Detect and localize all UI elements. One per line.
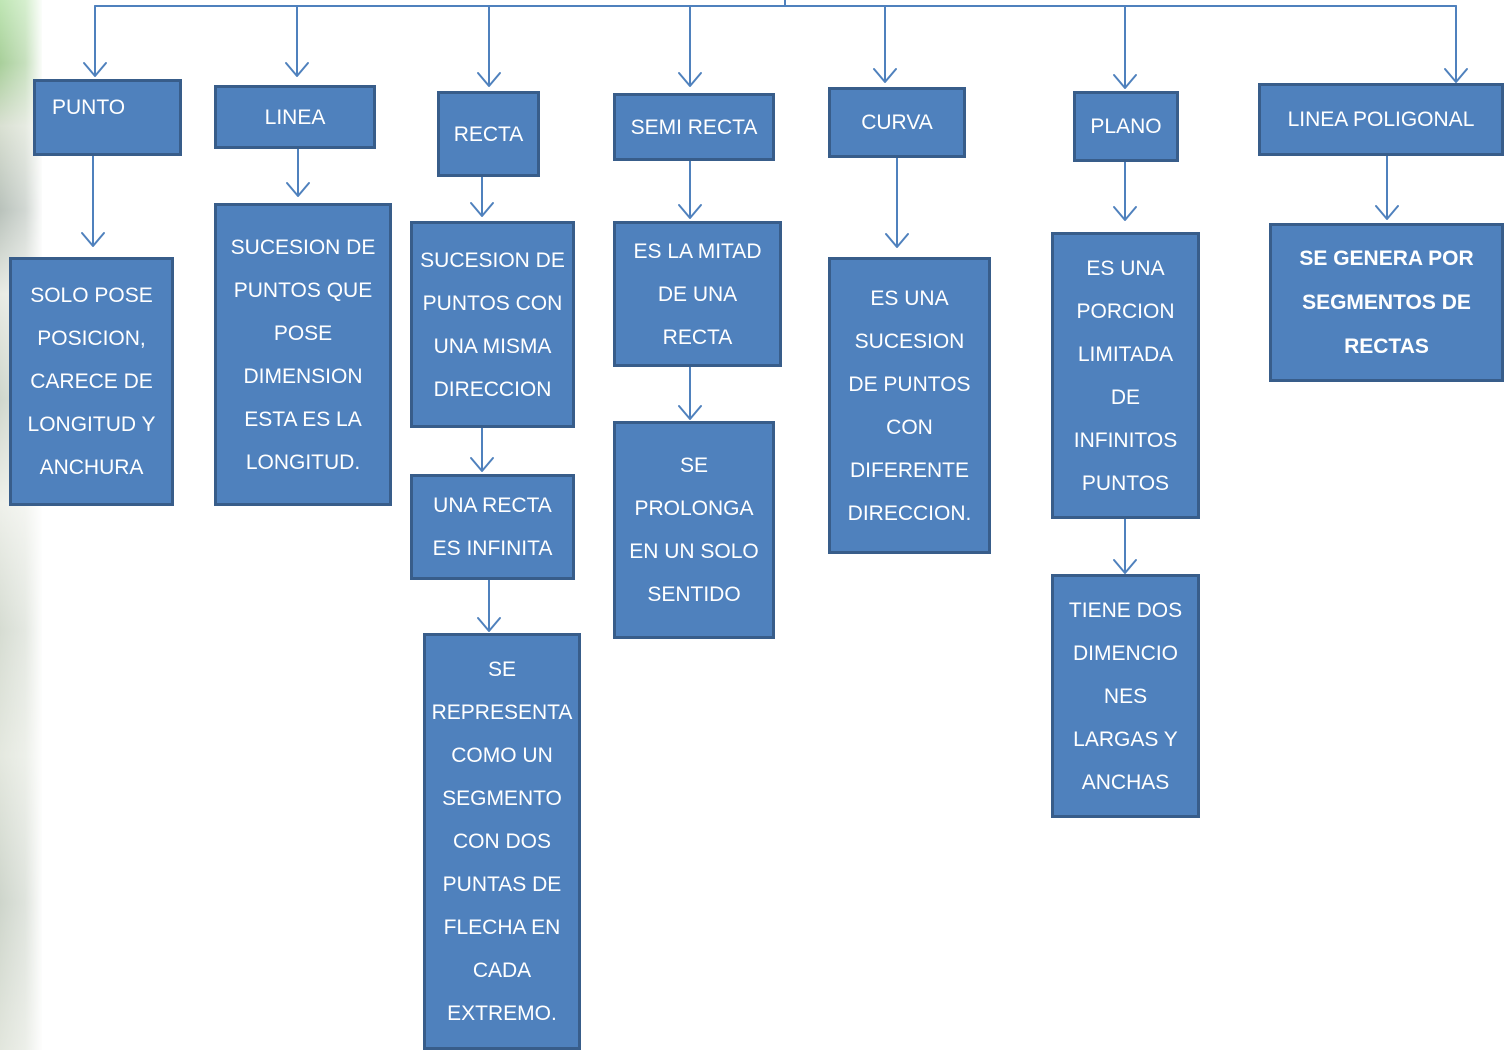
node-linea-poligonal: LINEA POLIGONAL	[1258, 83, 1504, 156]
arrow-recta-desc	[470, 175, 494, 217]
arrow-linea-poligonal-desc	[1375, 154, 1399, 220]
node-punto-desc: SOLO POSE POSICION, CARECE DE LONGITUD Y…	[9, 257, 174, 506]
node-semi-recta-desc-text: ES LA MITAD DE UNA RECTA	[633, 239, 762, 349]
node-curva-label: CURVA	[861, 111, 933, 134]
node-recta-infinita-text: UNA RECTA ES INFINITA	[432, 494, 553, 560]
node-linea-poligonal-desc: SE GENERA POR SEGMENTOS DE RECTAS	[1269, 223, 1504, 382]
node-curva-desc: ES UNA SUCESION DE PUNTOS CON DIFERENTE …	[828, 257, 991, 554]
node-curva: CURVA	[828, 87, 966, 158]
node-plano-desc-text: ES UNA PORCION LIMITADA DE INFINITOS PUN…	[1073, 256, 1178, 495]
arrow-plano-dimensiones	[1113, 517, 1137, 574]
node-recta: RECTA	[437, 91, 540, 177]
drop-semi-recta	[678, 5, 702, 87]
drop-punto	[83, 5, 107, 77]
arrow-punto-desc	[81, 154, 105, 247]
node-semi-recta: SEMI RECTA	[613, 93, 775, 161]
arrow-recta-representa	[477, 579, 501, 632]
node-curva-desc-text: ES UNA SUCESION DE PUNTOS CON DIFERENTE …	[847, 286, 972, 525]
node-semi-recta-prolonga: SE PROLONGA EN UN SOLO SENTIDO	[613, 421, 775, 639]
top-bus-line	[94, 0, 1457, 7]
node-linea-poligonal-label: LINEA POLIGONAL	[1287, 108, 1475, 131]
node-linea-poligonal-desc-text: SE GENERA POR SEGMENTOS DE RECTAS	[1299, 246, 1474, 358]
node-semi-recta-prolonga-text: SE PROLONGA EN UN SOLO SENTIDO	[629, 454, 759, 606]
drop-recta	[477, 5, 501, 87]
node-linea: LINEA	[214, 85, 376, 149]
node-plano-desc: ES UNA PORCION LIMITADA DE INFINITOS PUN…	[1051, 232, 1200, 519]
drop-plano	[1113, 5, 1137, 89]
arrow-semi-recta-desc	[678, 159, 702, 219]
node-punto-desc-text: SOLO POSE POSICION, CARECE DE LONGITUD Y…	[27, 284, 156, 479]
node-recta-infinita: UNA RECTA ES INFINITA	[410, 474, 575, 580]
node-linea-desc-text: SUCESION DE PUNTOS QUE POSE DIMENSION ES…	[230, 235, 376, 474]
arrow-linea-desc	[286, 148, 310, 197]
arrow-curva-desc	[885, 156, 909, 248]
node-plano-dimensiones-text: TIENE DOS DIMENCIO NES LARGAS Y ANCHAS	[1068, 598, 1183, 794]
arrow-semi-recta-prolonga	[678, 365, 702, 420]
node-plano-dimensiones: TIENE DOS DIMENCIO NES LARGAS Y ANCHAS	[1051, 574, 1200, 818]
drop-linea	[285, 5, 309, 77]
drop-curva	[873, 5, 897, 83]
node-punto-label: PUNTO	[52, 96, 126, 119]
node-semi-recta-desc: ES LA MITAD DE UNA RECTA	[613, 221, 782, 367]
node-punto: PUNTO	[33, 79, 182, 156]
drop-linea-poligonal	[1444, 5, 1468, 83]
node-linea-label: LINEA	[264, 105, 326, 129]
node-recta-label: RECTA	[453, 122, 524, 146]
node-linea-desc: SUCESION DE PUNTOS QUE POSE DIMENSION ES…	[214, 203, 392, 506]
node-recta-desc-text: SUCESION DE PUNTOS CON UNA MISMA DIRECCI…	[420, 248, 565, 401]
arrow-recta-infinita	[470, 426, 494, 472]
node-semi-recta-label: SEMI RECTA	[630, 115, 758, 139]
node-plano: PLANO	[1073, 91, 1179, 162]
node-recta-desc: SUCESION DE PUNTOS CON UNA MISMA DIRECCI…	[410, 221, 575, 428]
node-plano-label: PLANO	[1090, 115, 1162, 138]
arrow-plano-desc	[1113, 160, 1137, 221]
background-image-strip	[0, 0, 42, 1050]
node-recta-representa-text: SE REPRESENTA COMO UN SEGMENTO CON DOS P…	[431, 658, 573, 1025]
node-recta-representa: SE REPRESENTA COMO UN SEGMENTO CON DOS P…	[423, 633, 581, 1050]
